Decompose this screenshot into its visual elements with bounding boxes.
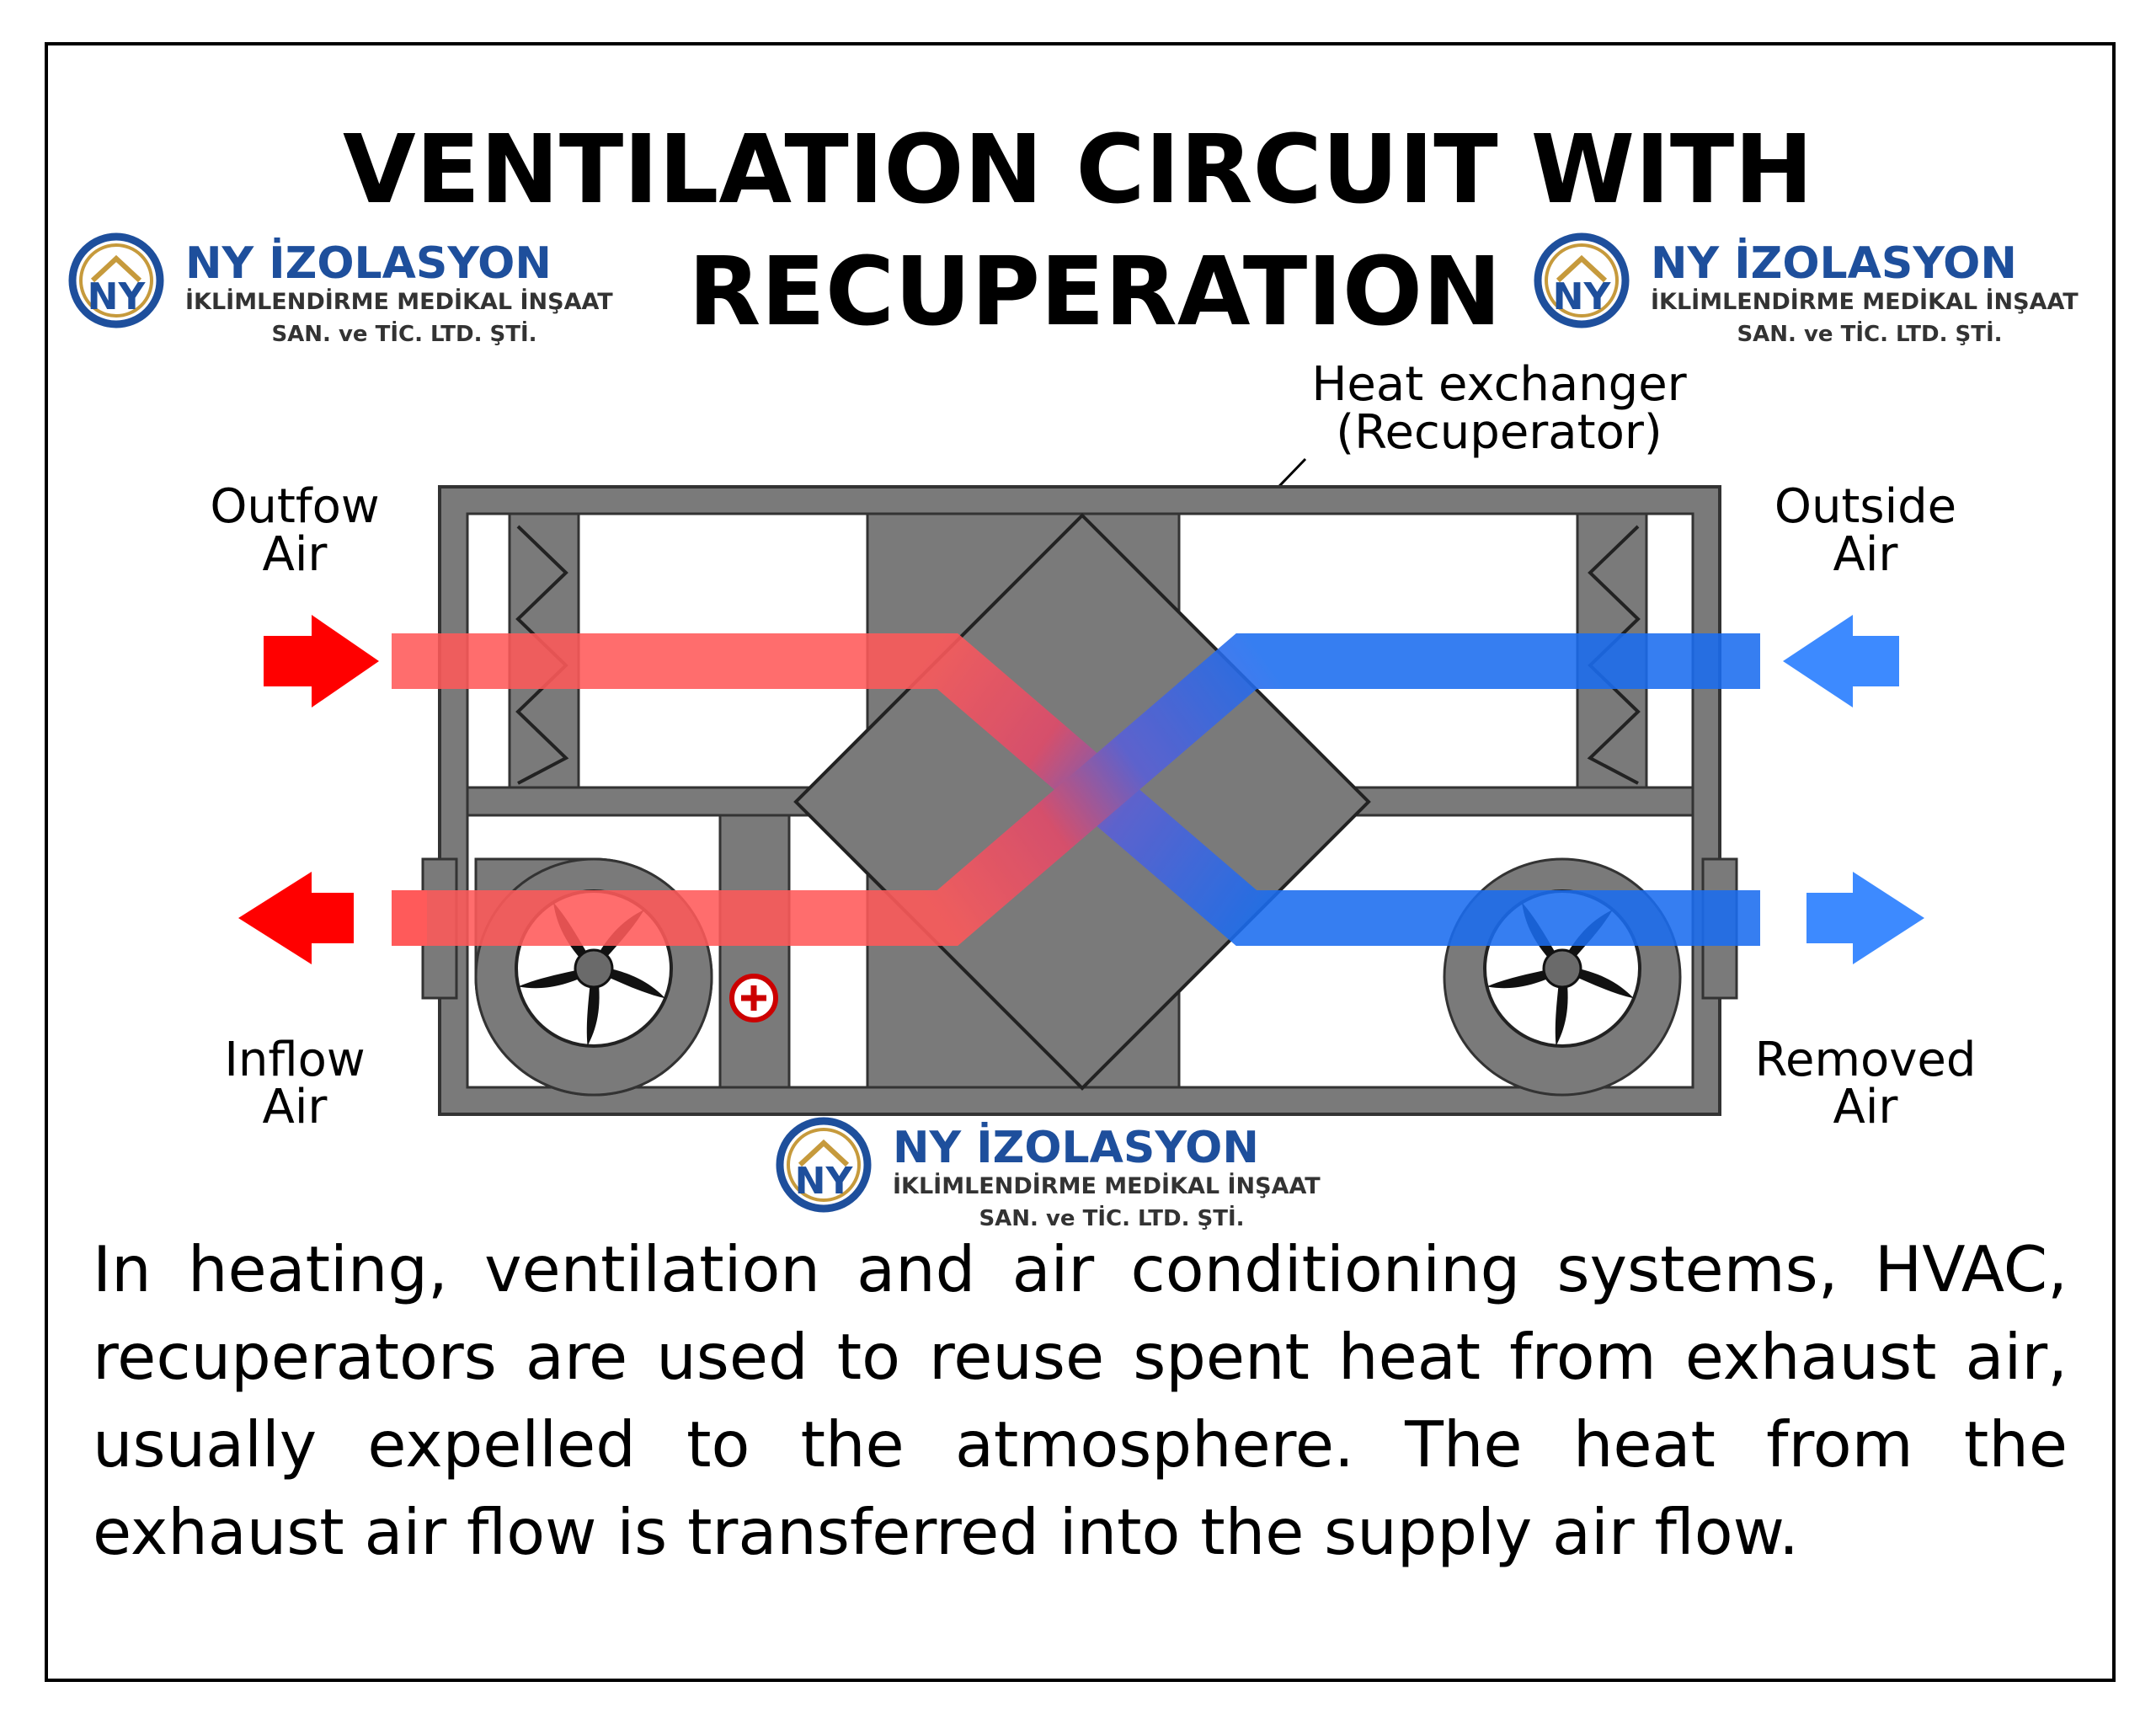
air-flows — [392, 633, 1760, 946]
inflow-label-1: Inflow — [224, 1033, 365, 1087]
heater-plus-icon — [729, 974, 778, 1022]
brand-logo-top-left: NY NY İZOLASYON İKLİMLENDİRME MEDİKAL İN… — [68, 232, 613, 347]
outflow-label-2: Air — [263, 527, 328, 582]
brand-monogram: NY — [88, 275, 147, 318]
title-line-1: VENTILATION CIRCUIT WITH — [343, 115, 1813, 225]
outflow-arrow-icon — [264, 615, 379, 707]
inflow-label-2: Air — [263, 1080, 328, 1134]
inflow-arrow-icon — [238, 872, 354, 964]
title-line-2: RECUPERATION — [688, 238, 1502, 347]
brand-logo-top-right: NY NY İZOLASYON İKLİMLENDİRME MEDİKAL İN… — [1534, 232, 2079, 347]
brand-name: NY İZOLASYON — [893, 1122, 1259, 1173]
brand-monogram: NY — [795, 1160, 854, 1203]
inflow-stub — [392, 890, 427, 946]
outside-air-arrow-icon — [1783, 615, 1899, 707]
description-paragraph: In heating, ventilation and air conditio… — [93, 1232, 2068, 1569]
heat-exchanger-label-2: (Recuperator) — [1336, 405, 1662, 460]
heater-block — [718, 814, 791, 1089]
removed-air-arrow-icon — [1806, 872, 1924, 964]
brand-company: SAN. ve TİC. LTD. ŞTİ. — [979, 1204, 1244, 1231]
supply-flow-band — [392, 633, 1760, 946]
removed-label-1: Removed — [1755, 1033, 1977, 1087]
brand-monogram: NY — [1553, 275, 1612, 318]
outside-label-2: Air — [1833, 527, 1899, 582]
brand-company: SAN. ve TİC. LTD. ŞTİ. — [271, 320, 536, 347]
brand-name: NY İZOLASYON — [185, 238, 552, 289]
brand-subtitle: İKLİMLENDİRME MEDİKAL İNŞAAT — [1651, 288, 2079, 315]
outside-label-1: Outside — [1774, 479, 1956, 534]
brand-subtitle: İKLİMLENDİRME MEDİKAL İNŞAAT — [893, 1172, 1321, 1199]
brand-company: SAN. ve TİC. LTD. ŞTİ. — [1737, 320, 2002, 347]
removed-label-2: Air — [1833, 1080, 1899, 1134]
outflow-label-1: Outfow — [210, 479, 379, 534]
heat-exchanger-label-1: Heat exchanger — [1311, 357, 1687, 412]
brand-subtitle: İKLİMLENDİRME MEDİKAL İNŞAAT — [185, 288, 613, 315]
brand-name: NY İZOLASYON — [1651, 238, 2017, 289]
page-border — [45, 42, 2116, 1682]
brand-logo-bottom: NY NY İZOLASYON İKLİMLENDİRME MEDİKAL İN… — [776, 1117, 1321, 1231]
